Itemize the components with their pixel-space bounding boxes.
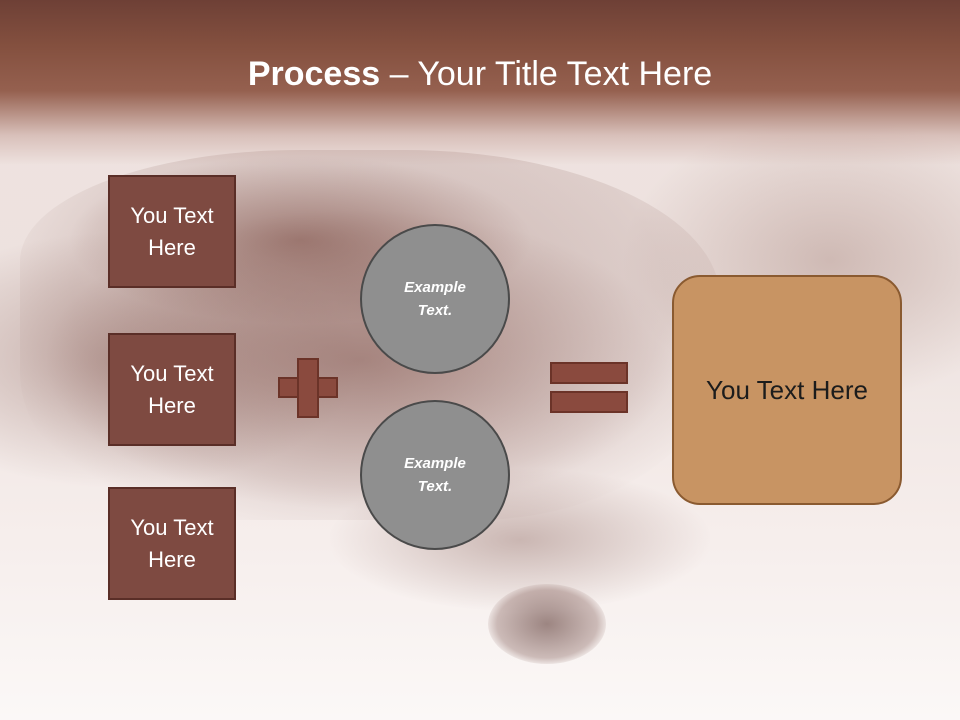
text-box-1-label: You Text Here	[130, 202, 214, 260]
example-circle-2[interactable]: Example Text.	[360, 400, 510, 550]
equals-bottom-bar	[550, 391, 628, 413]
title-strong: Process	[247, 55, 381, 93]
example-circle-1-label: Example Text.	[404, 279, 466, 319]
header-band	[0, 0, 960, 165]
plus-center	[299, 379, 317, 396]
text-box-2-label: You Text Here	[130, 360, 214, 418]
result-box[interactable]: You Text Here	[672, 275, 902, 505]
text-box-1[interactable]: You Text Here	[108, 175, 236, 288]
background-chocolate-drop	[488, 584, 606, 664]
slide-title[interactable]: Process – Your Title Text Here	[0, 52, 960, 96]
example-circle-1[interactable]: Example Text.	[360, 224, 510, 374]
title-rest: – Your Title Text Here	[380, 55, 713, 93]
text-box-2[interactable]: You Text Here	[108, 333, 236, 446]
equals-top-bar	[550, 362, 628, 384]
result-box-label: You Text Here	[706, 374, 868, 405]
example-circle-2-label: Example Text.	[404, 455, 466, 495]
text-box-3-label: You Text Here	[130, 514, 214, 572]
text-box-3[interactable]: You Text Here	[108, 487, 236, 600]
